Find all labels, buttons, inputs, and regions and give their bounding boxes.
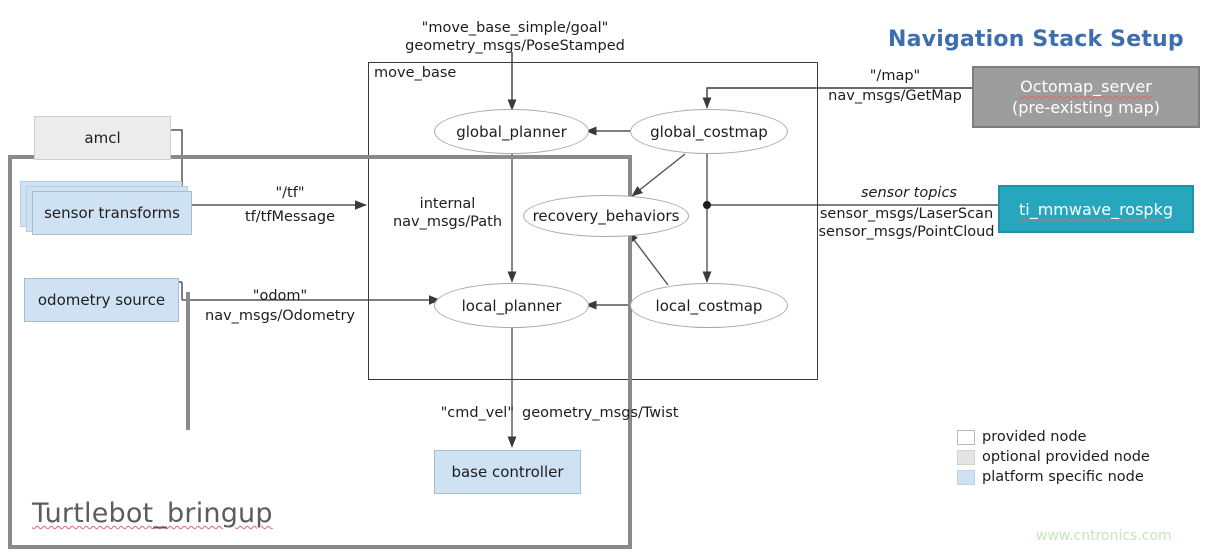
node-global-costmap-label: global_costmap <box>650 122 768 141</box>
watermark: www.cntronics.com <box>1036 528 1172 544</box>
edge-label-cmdvel-type: geometry_msgs/Twist <box>522 405 679 421</box>
node-octomap-server[interactable]: Octomap_server (pre-existing map) <box>972 66 1200 128</box>
edge-label-tf-type: tf/tfMessage <box>244 209 336 225</box>
move-base-container <box>368 62 818 380</box>
edge-label-tf-topic: "/tf" <box>275 185 305 201</box>
node-sensor-transforms-label: sensor transforms <box>44 204 180 222</box>
turtlebot-bringup-container <box>8 155 632 549</box>
edge-label-sensor-topic: sensor topics <box>861 185 957 201</box>
node-base-controller[interactable]: base controller <box>434 450 581 494</box>
node-sensor-transforms[interactable]: sensor transforms <box>32 191 192 235</box>
edge-label-cmdvel-topic: "cmd_vel" <box>440 405 514 421</box>
node-amcl-label: amcl <box>84 129 121 147</box>
page-title: Navigation Stack Setup <box>888 27 1184 52</box>
node-local-planner-label: local_planner <box>461 296 562 315</box>
edge-label-map-type: nav_msgs/GetMap <box>828 88 962 104</box>
legend-item: platform specific node <box>957 467 1159 487</box>
node-global-costmap[interactable]: global_costmap <box>630 109 788 154</box>
sensor-junction-dot <box>703 201 711 209</box>
edge-label-goal-type: geometry_msgs/PoseStamped <box>405 38 625 54</box>
node-local-planner[interactable]: local_planner <box>434 283 589 328</box>
node-ti-mmwave-rospkg[interactable]: ti_mmwave_rospkg <box>998 185 1194 233</box>
node-amcl[interactable]: amcl <box>34 116 171 160</box>
edge-label-map-topic: "/map" <box>869 68 921 84</box>
node-octomap-server-label: Octomap_server <box>1020 77 1152 96</box>
edge-label-internal-type: nav_msgs/Path <box>392 214 503 230</box>
node-octomap-server-sublabel: (pre-existing map) <box>1012 98 1160 117</box>
legend-label-platform-specific-node: platform specific node <box>982 469 1144 485</box>
node-global-planner[interactable]: global_planner <box>434 109 589 154</box>
legend-swatch-optional-provided-node <box>957 449 975 465</box>
node-base-controller-label: base controller <box>451 463 564 481</box>
edge-label-goal-topic: "move_base_simple/goal" <box>421 20 609 36</box>
node-local-costmap[interactable]: local_costmap <box>630 283 788 328</box>
node-odometry-source-label: odometry source <box>37 291 166 309</box>
legend: provided node optional provided node pla… <box>957 427 1159 487</box>
turtlebot-bringup-title: Turtlebot_bringup <box>32 498 273 529</box>
edge-label-odom-type: nav_msgs/Odometry <box>205 308 355 324</box>
legend-swatch-provided-node <box>957 429 975 445</box>
edge-label-sensor-type2: sensor_msgs/PointCloud <box>818 224 995 240</box>
node-recovery-behaviors[interactable]: recovery_behaviors <box>523 195 689 237</box>
legend-item: optional provided node <box>957 447 1159 467</box>
node-recovery-behaviors-label: recovery_behaviors <box>532 207 680 225</box>
node-ti-mmwave-rospkg-label: ti_mmwave_rospkg <box>1018 199 1174 219</box>
legend-item: provided node <box>957 427 1159 447</box>
legend-swatch-platform-specific-node <box>957 469 975 485</box>
legend-label-optional-provided-node: optional provided node <box>982 449 1150 465</box>
edge-label-odom-topic: "odom" <box>252 288 308 304</box>
node-local-costmap-label: local_costmap <box>655 296 763 315</box>
edge-label-internal-topic: internal <box>419 196 476 212</box>
edge-label-sensor-type1: sensor_msgs/LaserScan <box>819 206 994 222</box>
node-odometry-source[interactable]: odometry source <box>24 278 179 322</box>
node-global-planner-label: global_planner <box>456 122 567 141</box>
legend-label-provided-node: provided node <box>982 429 1087 445</box>
move-base-title: move_base <box>374 65 457 81</box>
